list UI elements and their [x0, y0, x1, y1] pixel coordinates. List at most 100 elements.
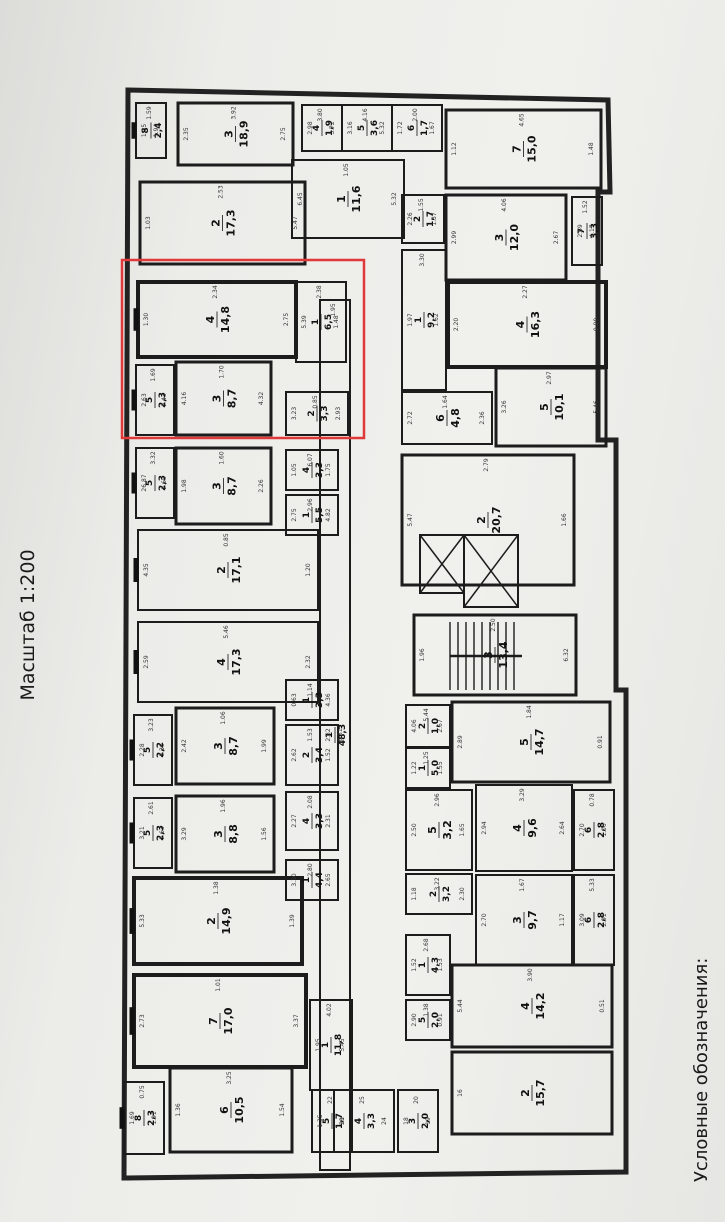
room-area: 2,3	[158, 475, 168, 491]
dimension-label: 1.53	[307, 728, 314, 742]
dimension-label: 5.39	[301, 315, 308, 329]
dimension-label: 4.17	[589, 224, 596, 238]
dimension-label: 18	[403, 1117, 410, 1125]
dimension-label: 2.91	[601, 913, 608, 927]
dimension-label: 1.17	[559, 913, 566, 927]
room-area: 3,2	[442, 886, 452, 902]
room-number: 7	[207, 1017, 220, 1025]
dimension-label: 1.48	[588, 142, 595, 156]
dimension-label: 1.52	[411, 958, 418, 972]
dimension-label: 2.79	[483, 458, 490, 472]
room-number: 2	[519, 1089, 532, 1097]
room-area: 2,8	[597, 822, 607, 838]
dimension-label: 20	[413, 1096, 420, 1104]
room-area: 15,7	[534, 1079, 547, 1106]
dimension-label: 1.75	[325, 463, 332, 477]
dimension-label: 6.07	[307, 453, 314, 467]
dimension-label: 1.66	[561, 513, 568, 527]
dimension-label: 2.93	[335, 407, 342, 421]
room-number: 4	[354, 1118, 364, 1124]
room-area: 10,5	[233, 1096, 246, 1123]
lift-shaft	[463, 534, 519, 608]
dimension-label: 5.46	[593, 400, 600, 414]
room-number: 5	[538, 403, 551, 411]
dimension-label: 2.64	[559, 821, 566, 835]
dimension-label: 3.30	[419, 253, 426, 267]
dimension-label: 5.32	[391, 192, 398, 206]
room-area: 6,5	[324, 314, 334, 330]
dimension-label: 4.06	[501, 198, 508, 212]
dimension-label: 1.25	[423, 751, 430, 765]
dimension-label: 0.75	[139, 1085, 146, 1099]
dimension-label: 1.67	[429, 121, 436, 135]
dimension-label: 1.99	[261, 739, 268, 753]
room-outline	[573, 789, 615, 871]
room-outline	[475, 784, 573, 872]
dimension-label: 2.50	[411, 823, 418, 837]
stairs-and-lifts	[419, 534, 522, 690]
dimension-label: 3.32	[150, 451, 157, 465]
dimension-label: 2.27	[291, 814, 298, 828]
dimension-label: 3.30	[159, 743, 166, 757]
dimension-label: 2.96	[434, 793, 441, 807]
room-number: 3	[212, 742, 225, 750]
room-area: 1,7	[420, 120, 430, 136]
dimension-label: 0.85	[312, 395, 319, 409]
room-outline	[450, 700, 612, 784]
dimension-label: 19	[425, 1117, 432, 1125]
room-outline	[319, 299, 351, 1171]
dimension-label: 1.38	[423, 1003, 430, 1017]
room-number: 1	[335, 195, 348, 203]
dimension-label: 3.16	[347, 121, 354, 135]
dimension-label: 4.06	[411, 719, 418, 733]
room-area: 17,0	[222, 1007, 235, 1034]
dimension-label: 2.68	[161, 476, 168, 490]
dimension-label: 1.03	[145, 216, 152, 230]
room-number: 4	[312, 125, 322, 131]
dimension-label: 3.72	[329, 121, 336, 135]
room-area: 8,7	[226, 389, 239, 409]
dimension-label: 3.29	[519, 788, 526, 802]
room-outline	[397, 1089, 439, 1153]
room-number: 2	[307, 410, 317, 416]
room-area: 8,7	[227, 736, 240, 756]
dimension-label: 2.69	[577, 224, 584, 238]
dimension-label: 1.22	[411, 761, 418, 775]
dimension-label: 1.67	[519, 878, 526, 892]
dimension-label: 1.06	[601, 823, 608, 837]
dimension-label: 1.18	[411, 887, 418, 901]
room-area: 17,1	[230, 556, 243, 583]
room-outline	[405, 789, 473, 871]
dimension-label: 1.69	[150, 368, 157, 382]
dimension-label: 2.94	[481, 821, 488, 835]
room-outline	[333, 1089, 395, 1153]
room-area: 2,4	[154, 123, 164, 139]
dimension-label: 2.20	[453, 318, 460, 332]
dimension-label: 0.91	[437, 1013, 444, 1027]
dimension-label: 0.51	[599, 999, 606, 1013]
dimension-label: 25	[359, 1096, 366, 1104]
dimension-label: 4.16	[181, 392, 188, 406]
dimension-label: 1.54	[279, 1103, 286, 1117]
dimension-label: 26.87	[141, 474, 148, 491]
dimension-label: 1.62	[433, 313, 440, 327]
room-area: 48,3	[338, 724, 348, 746]
room-outline	[571, 196, 603, 266]
